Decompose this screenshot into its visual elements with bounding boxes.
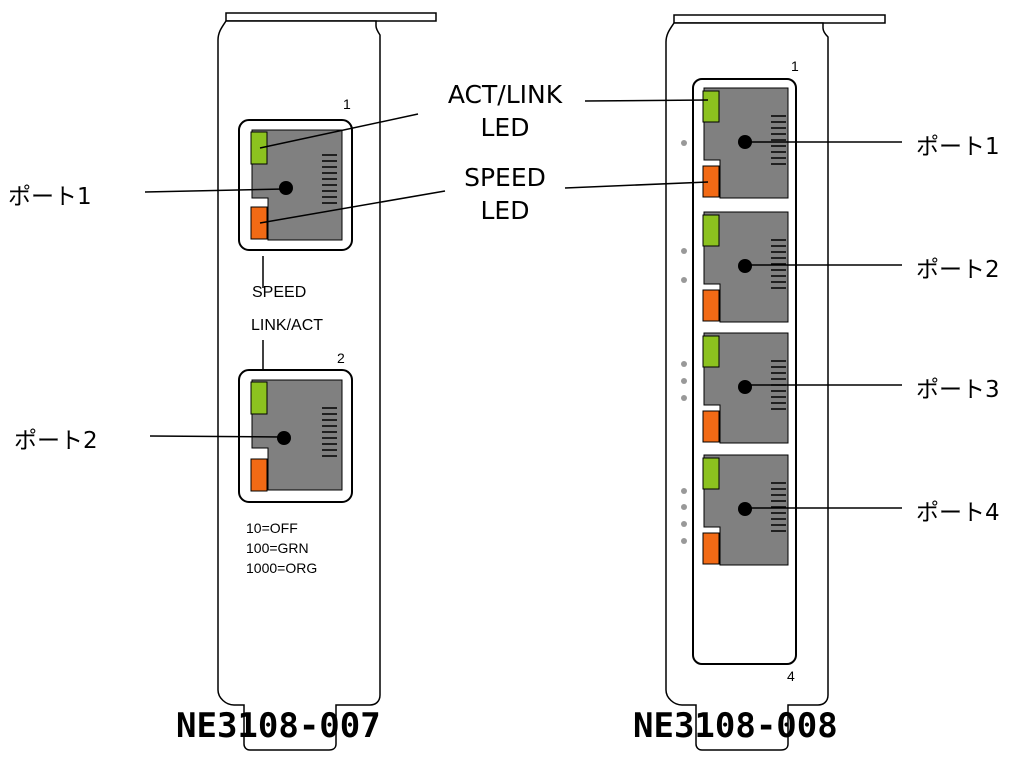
speed-label: SPEED (252, 284, 307, 301)
right-port-1-pins (771, 115, 786, 165)
right-port-2-jack (702, 211, 789, 323)
right-port-4-jack (702, 454, 789, 566)
right-port-4-label: ポート4 (916, 500, 1000, 526)
left-bracket-flange (225, 12, 437, 22)
right-leader-lines (564, 99, 902, 509)
right-port-2-speed-led (702, 289, 720, 322)
right-port-4-pins (771, 482, 786, 532)
callout-line: SPEED (464, 163, 546, 192)
left-model-name: NE3108-007 (176, 706, 381, 746)
callout-line: ACT/LINK (447, 80, 563, 109)
left-port-2-pins (322, 407, 337, 457)
speed-led-callout: SPEED LED (440, 161, 570, 227)
legend-item: 10=OFF (246, 520, 298, 536)
speed-legend: 10=OFF 100=GRN 1000=ORG (246, 518, 317, 578)
left-port-1-number: 1 (343, 96, 351, 112)
right-port-dots (681, 140, 687, 544)
right-port-1-label: ポート1 (916, 134, 1000, 160)
left-port-2-link-led (250, 381, 268, 415)
act-link-led-callout: ACT/LINK LED (425, 78, 585, 144)
right-port-2-pins (771, 239, 786, 289)
right-port-1-jack (702, 87, 789, 199)
left-port-2-number: 2 (337, 350, 345, 366)
legend-item: 100=GRN (246, 540, 309, 556)
right-model-name: NE3108-008 (633, 706, 838, 746)
right-port-4-link-led (702, 457, 720, 490)
right-top-port-number: 1 (791, 58, 799, 74)
right-port-3-label: ポート3 (916, 377, 1000, 403)
left-port-1-jack (238, 119, 353, 251)
right-port-3-link-led (702, 335, 720, 368)
left-port-2-jack (238, 369, 353, 503)
link-act-label: LINK/ACT (251, 317, 324, 334)
left-port-2-speed-led (250, 458, 268, 492)
right-bottom-port-number: 4 (787, 668, 795, 684)
left-port-1-label: ポート1 (8, 184, 92, 210)
left-port-1-link-led (250, 131, 268, 165)
left-port-1-pins (322, 154, 337, 204)
right-port-4-speed-led (702, 532, 720, 565)
left-port-2-label: ポート2 (14, 428, 98, 454)
left-port-1-speed-led (250, 206, 268, 240)
callout-line: LED (480, 196, 530, 225)
right-port-3-speed-led (702, 410, 720, 443)
right-port-1-link-led (702, 90, 720, 123)
right-port-2-label: ポート2 (916, 257, 1000, 283)
right-port-2-link-led (702, 214, 720, 247)
right-port-jacks (702, 87, 789, 566)
right-bracket-flange (673, 14, 886, 24)
callout-line: LED (480, 113, 530, 142)
legend-item: 1000=ORG (246, 560, 318, 576)
right-port-3-jack (702, 332, 789, 444)
left-leader-lines (144, 113, 446, 438)
